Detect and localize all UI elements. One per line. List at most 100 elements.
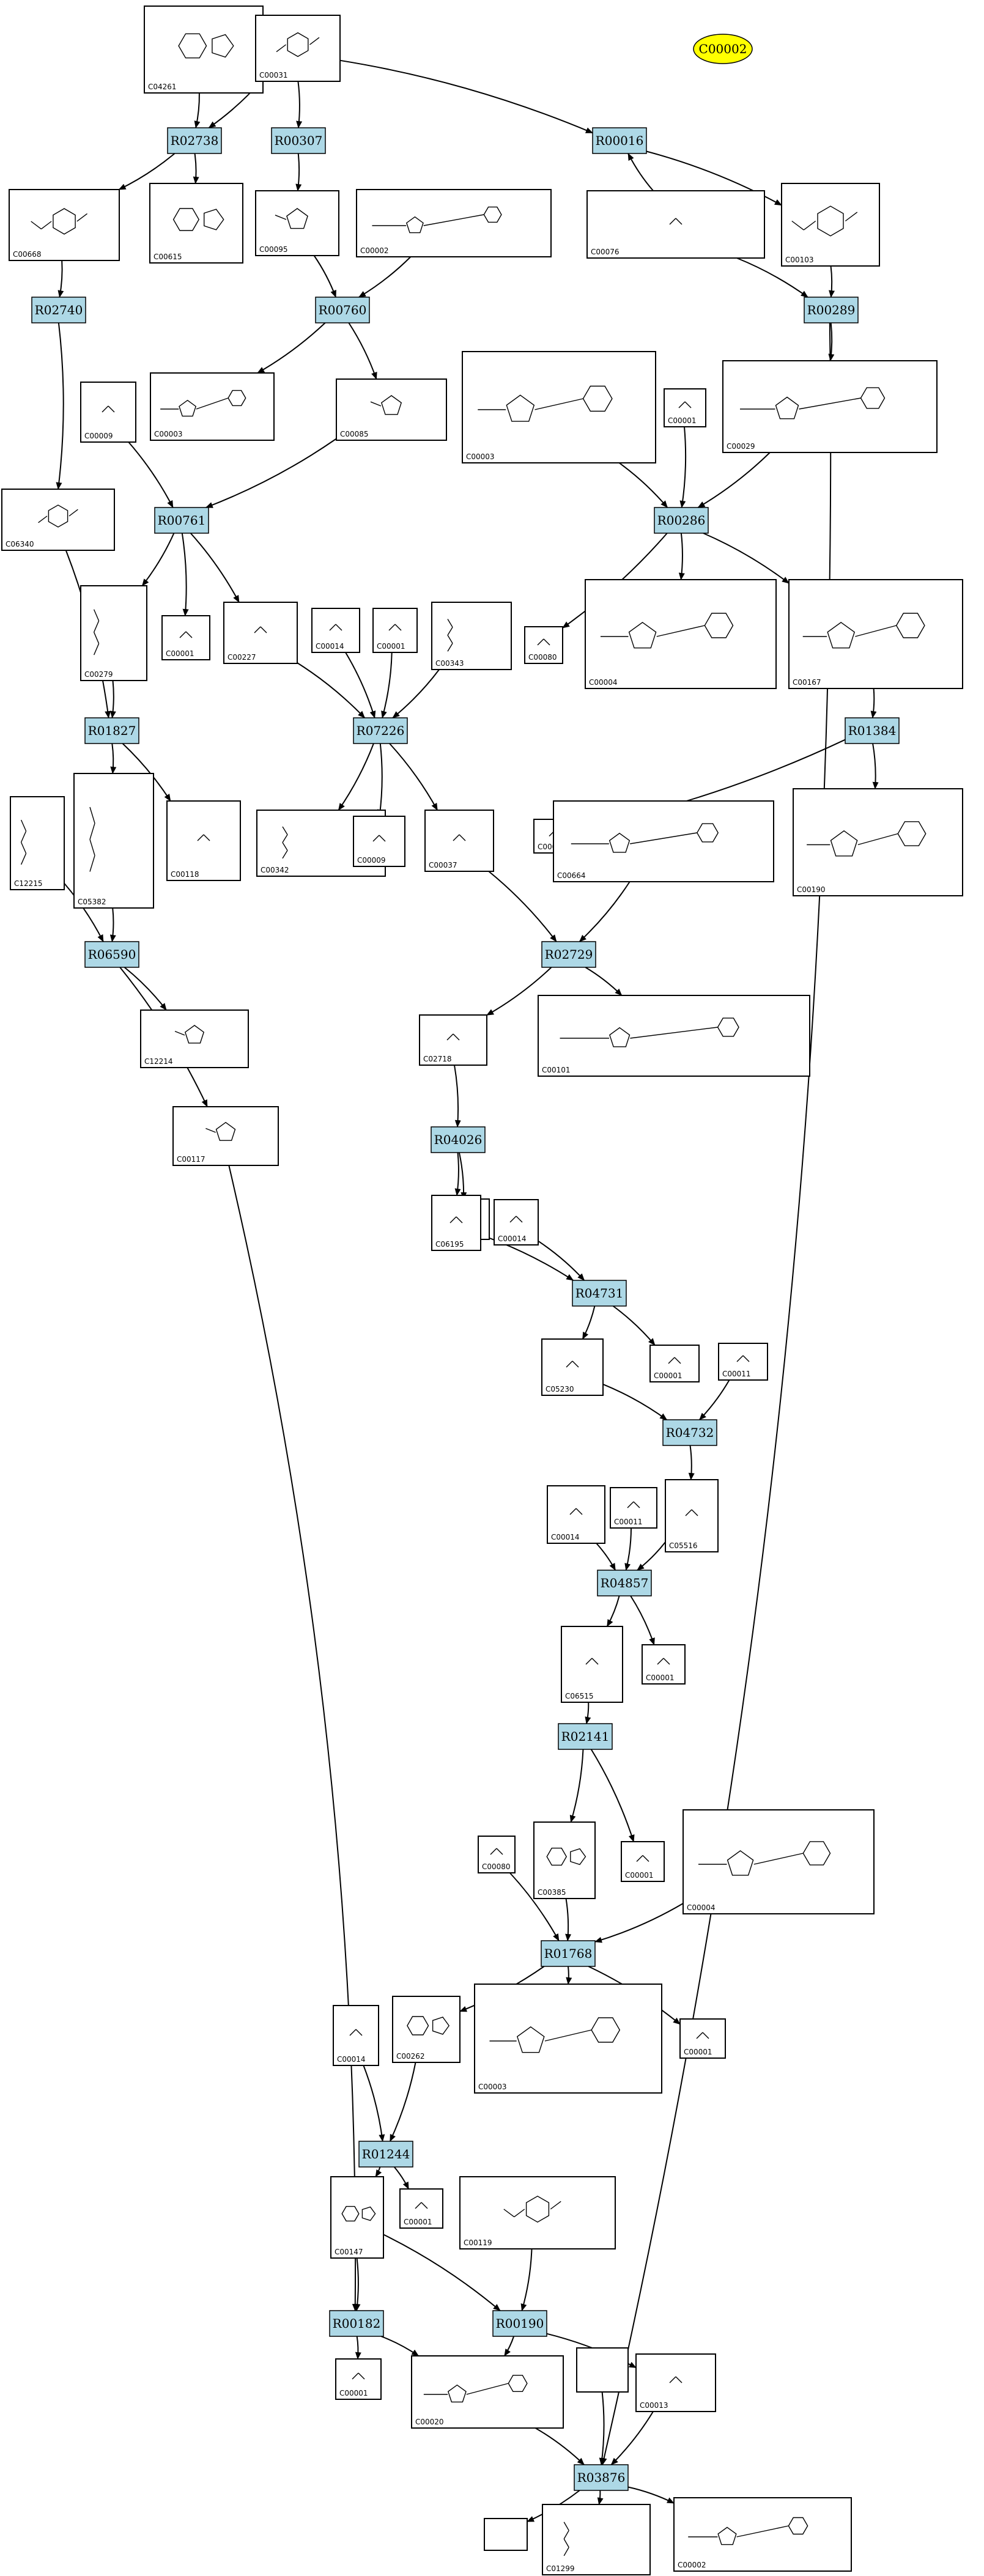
compound-C00080-21[interactable]: C00080 xyxy=(524,626,563,664)
compound-C00095-4[interactable]: C00095 xyxy=(255,190,339,256)
compound-C00001-19[interactable]: C00001 xyxy=(372,608,418,653)
compound-C00011-45[interactable]: C00011 xyxy=(610,1487,657,1529)
compound-C00013-62[interactable]: C00013 xyxy=(635,2353,716,2412)
reaction-R01768[interactable]: R01768 xyxy=(541,1940,596,1967)
compound-C00002-66[interactable]: C00002 xyxy=(673,2497,852,2572)
compound-C00014-18[interactable]: C00014 xyxy=(311,608,360,653)
compound-C04261-0[interactable]: C04261 xyxy=(144,6,264,94)
compound-C00029-13[interactable]: C00029 xyxy=(722,360,938,453)
compound-C00014-39[interactable]: C00014 xyxy=(494,1199,539,1246)
compound-C00147-57[interactable]: C00147 xyxy=(330,2176,384,2259)
edge-c57-r20 xyxy=(354,2257,361,2311)
reaction-R04731[interactable]: R04731 xyxy=(572,1280,627,1307)
compound-C00001-56[interactable]: C00001 xyxy=(679,2018,726,2059)
compound-C00011-42[interactable]: C00011 xyxy=(718,1343,768,1381)
reaction-id-label: R04857 xyxy=(601,1576,649,1590)
compound-C00014-44[interactable]: C00014 xyxy=(547,1485,605,1544)
edge-r10-c32 xyxy=(872,743,879,789)
compound-C00118-26[interactable]: C00118 xyxy=(166,800,241,881)
compound-C00615-3[interactable]: C00615 xyxy=(149,183,243,264)
compound-C05382-25[interactable]: C05382 xyxy=(73,773,154,909)
compound-id-label: C00014 xyxy=(337,2055,366,2064)
reaction-R00761[interactable]: R00761 xyxy=(154,507,209,534)
compound-C06195-40[interactable]: C06195 xyxy=(431,1195,481,1251)
compound-C12214-33[interactable]: C12214 xyxy=(140,1009,249,1068)
compound-C00014-53[interactable]: C00014 xyxy=(333,2005,379,2066)
compound-C00031-1[interactable]: C00031 xyxy=(255,15,341,82)
compound-placeholder-63[interactable] xyxy=(576,2347,629,2393)
compound-C00001-60[interactable]: C00001 xyxy=(335,2358,382,2400)
compound-C00101-35[interactable]: C00101 xyxy=(538,995,810,1077)
reaction-R01384[interactable]: R01384 xyxy=(845,717,900,744)
compound-frame xyxy=(1,489,115,551)
compound-C00668-2[interactable]: C00668 xyxy=(9,189,120,261)
compound-C00190-32[interactable]: C00190 xyxy=(793,788,963,896)
edge-c42-r15 xyxy=(699,1379,730,1420)
reaction-R02740[interactable]: R02740 xyxy=(31,297,86,323)
compound-C06340-14[interactable]: C06340 xyxy=(1,489,115,551)
compound-C05230-43[interactable]: C05230 xyxy=(541,1338,604,1396)
compound-C00001-47[interactable]: C00001 xyxy=(642,1644,686,1685)
edge-c36-r20 xyxy=(228,1165,358,2311)
compound-C00001-16[interactable]: C00001 xyxy=(161,615,210,660)
compound-C05516-46[interactable]: C05516 xyxy=(665,1479,719,1552)
compound-C00003-11[interactable]: C00003 xyxy=(462,351,656,463)
reaction-R02738[interactable]: R02738 xyxy=(167,127,222,154)
edge-c31-r12 xyxy=(579,881,631,942)
compound-frame xyxy=(683,1809,875,1914)
reaction-R02141[interactable]: R02141 xyxy=(558,1723,613,1750)
reaction-R04857[interactable]: R04857 xyxy=(597,1570,652,1596)
compound-C00279-15[interactable]: C00279 xyxy=(80,585,147,681)
compound-C02718-34[interactable]: C02718 xyxy=(419,1014,487,1066)
compound-C00004-22[interactable]: C00004 xyxy=(585,579,777,689)
compound-C00227-17[interactable]: C00227 xyxy=(223,602,298,664)
compound-C00343-20[interactable]: C00343 xyxy=(431,602,512,670)
compound-C01299-65[interactable]: C01299 xyxy=(542,2504,651,2575)
compound-C00002-5[interactable]: C00002 xyxy=(356,189,552,257)
compound-C00119-59[interactable]: C00119 xyxy=(459,2176,616,2249)
compound-C06515-48[interactable]: C06515 xyxy=(561,1626,623,1703)
compound-C00037-29[interactable]: C00037 xyxy=(424,810,494,872)
compound-C00009-8[interactable]: C00009 xyxy=(80,382,136,443)
reaction-R02729[interactable]: R02729 xyxy=(541,941,596,968)
reaction-R00286[interactable]: R00286 xyxy=(654,507,709,534)
compound-C00003-55[interactable]: C00003 xyxy=(474,1984,662,2094)
highlight-compound[interactable]: C00002 xyxy=(693,34,753,64)
compound-C00001-41[interactable]: C00001 xyxy=(649,1345,700,1382)
compound-C00167-23[interactable]: C00167 xyxy=(788,579,963,689)
reaction-R00016[interactable]: R00016 xyxy=(592,127,647,154)
compound-C00076-6[interactable]: C00076 xyxy=(586,190,765,259)
compound-placeholder-64[interactable] xyxy=(484,2518,528,2551)
reaction-R01827[interactable]: R01827 xyxy=(84,717,139,744)
compound-C00003-9[interactable]: C00003 xyxy=(150,372,275,441)
compound-frame xyxy=(542,2504,651,2575)
compound-C12215-24[interactable]: C12215 xyxy=(10,796,65,890)
compound-C00009-28[interactable]: C00009 xyxy=(353,816,405,867)
compound-C00385-50[interactable]: C00385 xyxy=(533,1821,596,1899)
compound-C00664-31[interactable]: C00664 xyxy=(553,800,774,882)
compound-C00004-52[interactable]: C00004 xyxy=(683,1809,875,1914)
reaction-R00190[interactable]: R00190 xyxy=(492,2310,547,2337)
reaction-R03876[interactable]: R03876 xyxy=(574,2464,629,2491)
compound-C00001-58[interactable]: C00001 xyxy=(399,2188,443,2229)
reaction-R00760[interactable]: R00760 xyxy=(315,297,370,323)
reaction-R00307[interactable]: R00307 xyxy=(271,127,326,154)
reaction-R04732[interactable]: R04732 xyxy=(662,1419,717,1446)
compound-C00103-7[interactable]: C00103 xyxy=(781,183,880,267)
compound-C00262-54[interactable]: C00262 xyxy=(392,1996,461,2063)
compound-C00020-61[interactable]: C00020 xyxy=(411,2355,564,2429)
reaction-R04026[interactable]: R04026 xyxy=(431,1126,486,1153)
compound-frame xyxy=(665,1479,719,1552)
compound-C00085-10[interactable]: C00085 xyxy=(336,378,447,441)
compound-C00001-51[interactable]: C00001 xyxy=(621,1841,665,1882)
reaction-R01244[interactable]: R01244 xyxy=(358,2141,413,2168)
reaction-R00182[interactable]: R00182 xyxy=(329,2310,384,2337)
reaction-R06590[interactable]: R06590 xyxy=(84,941,139,968)
compound-C00001-12[interactable]: C00001 xyxy=(664,388,706,427)
reaction-R07226[interactable]: R07226 xyxy=(353,717,408,744)
compound-C00080-49[interactable]: C00080 xyxy=(478,1836,516,1873)
compound-C00117-36[interactable]: C00117 xyxy=(172,1106,279,1166)
reaction-R00289[interactable]: R00289 xyxy=(804,297,859,323)
reaction-id-label: R04732 xyxy=(666,1425,714,1440)
edge-r9-c27 xyxy=(338,743,374,811)
